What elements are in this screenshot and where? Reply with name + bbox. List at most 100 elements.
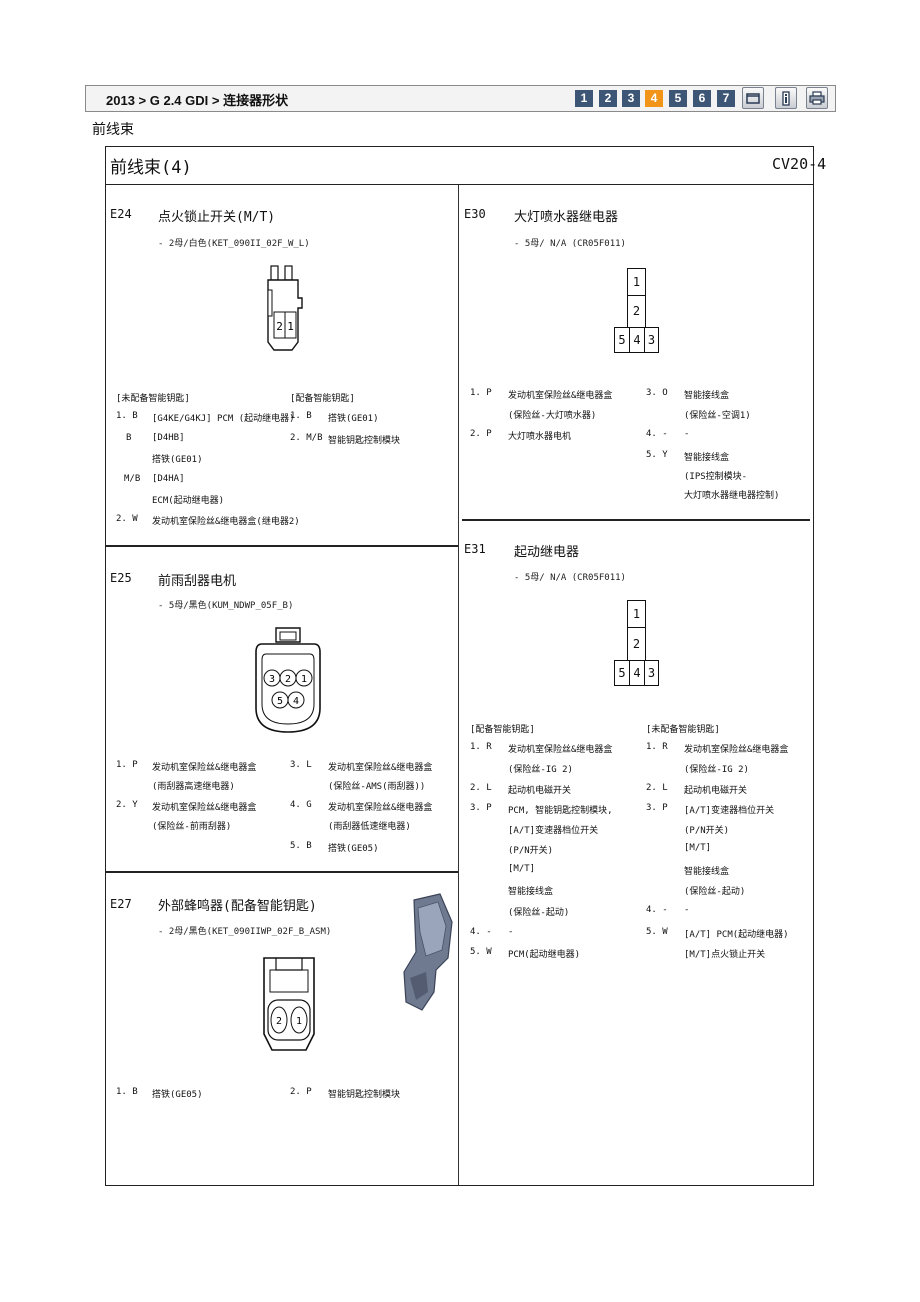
connector-name: 前雨刮器电机	[158, 574, 237, 589]
pin-label: 4	[293, 696, 299, 707]
pin-label: 1	[301, 674, 307, 685]
pin-description: 发动机室保险丝&继电器盒	[508, 745, 613, 755]
pin-label: 2	[276, 320, 283, 333]
pin-number: 1. P	[116, 760, 138, 770]
pin-description: [A/T]变速器档位开关	[684, 806, 775, 816]
pin-number: 3. L	[290, 760, 312, 770]
pin-description: 智能接线盒	[508, 887, 554, 897]
connector-e24-diagram: 2 1	[267, 265, 303, 351]
pin-number: 2. L	[646, 783, 668, 793]
pin-number: 2. Y	[116, 800, 138, 810]
connector-name: 起动继电器	[514, 545, 580, 560]
pin-table-header: [配备智能钥匙]	[470, 725, 535, 735]
pin-description: 发动机室保险丝&继电器盒	[328, 763, 433, 773]
pin-description: (保险丝-IG 2)	[684, 765, 749, 775]
info-button[interactable]	[775, 87, 797, 109]
pin-description: [A/T] PCM(起动继电器)	[684, 930, 789, 940]
connector-spec: - 2母/白色(KET_090II_02F_W_L)	[158, 239, 310, 249]
page-button-2[interactable]: 2	[599, 90, 617, 107]
pin-number: B	[126, 433, 132, 443]
pin-number: 2. L	[470, 783, 492, 793]
pin-number: 3. O	[646, 388, 668, 398]
page-button-3[interactable]: 3	[622, 90, 640, 107]
pin-number: M/B	[124, 474, 141, 484]
pin-description: 大灯喷水器电机	[508, 432, 572, 442]
pin-label: 2	[285, 674, 291, 685]
print-icon	[809, 91, 825, 105]
pin-label: 1	[287, 320, 294, 333]
info-icon	[782, 91, 790, 106]
page-button-6[interactable]: 6	[693, 90, 711, 107]
pin-description: 发动机室保险丝&继电器盒	[152, 763, 257, 773]
pin-description: 智能钥匙控制模块	[328, 1090, 401, 1100]
pin-label: 3	[269, 674, 275, 685]
pin-description: -	[684, 905, 690, 915]
pin-description: [M/T]	[684, 843, 712, 853]
pin-number: 1. P	[470, 388, 492, 398]
relay-pin-cell: 5	[614, 660, 630, 686]
pin-description: [M/T]	[508, 864, 536, 874]
pin-description: (保险丝-空调1)	[684, 411, 751, 421]
page-button-1[interactable]: 1	[575, 90, 593, 107]
pin-table-header: [配备智能钥匙]	[290, 394, 355, 404]
page-button-7[interactable]: 7	[717, 90, 735, 107]
pin-description: 搭铁(GE01)	[328, 414, 379, 424]
relay-pin-cell: 4	[629, 660, 645, 686]
pin-number: 4. G	[290, 800, 312, 810]
pin-description: [G4KE/G4KJ] PCM (起动继电器)	[152, 414, 295, 424]
pin-description: (保险丝-起动)	[684, 887, 746, 897]
pin-description: 搭铁(GE05)	[328, 844, 379, 854]
connector-name: 点火锁止开关(M/T)	[158, 210, 276, 225]
pin-description: 智能钥匙控制模块	[328, 436, 401, 446]
pin-description: (保险丝-大灯喷水器)	[508, 411, 597, 421]
frame-title: 前线束(4)	[110, 158, 192, 178]
frame-code: CV20-4	[772, 155, 827, 173]
page-button-5[interactable]: 5	[669, 90, 687, 107]
relay-pin-cell: 2	[627, 627, 646, 661]
connector-code: E31	[464, 542, 486, 556]
connector-code: E27	[110, 897, 132, 911]
pin-description: 大灯喷水器继电器控制)	[684, 491, 780, 501]
connector-spec: - 5母/ N/A (CR05F011)	[514, 573, 626, 583]
pin-description: 发动机室保险丝&继电器盒	[152, 803, 257, 813]
connector-code: E25	[110, 571, 132, 585]
pin-label: 1	[296, 1016, 302, 1027]
pin-number: 3. P	[646, 803, 668, 813]
page-button-4[interactable]: 4	[645, 90, 663, 107]
breadcrumb: 2013 > G 2.4 GDI > 连接器形状	[106, 93, 289, 108]
pin-table-header: [未配备智能钥匙]	[116, 394, 190, 404]
pin-label: 2	[276, 1016, 282, 1027]
buzzer-photo	[403, 893, 453, 1011]
window-button[interactable]	[742, 87, 764, 109]
print-button[interactable]	[806, 87, 828, 109]
relay-pin-cell: 2	[627, 295, 646, 328]
connector-name: 大灯喷水器继电器	[514, 210, 619, 225]
connector-spec: - 2母/黑色(KET_090IIWP_02F_B_ASM)	[158, 927, 332, 937]
pin-description: (保险丝-前雨刮器)	[152, 822, 232, 832]
pin-description: (保险丝-IG 2)	[508, 765, 573, 775]
pin-description: [M/T]点火锁止开关	[684, 950, 766, 960]
pin-description: (保险丝-AMS(雨刮器))	[328, 782, 426, 792]
pin-number: 5. B	[290, 841, 312, 851]
pin-number: 5. Y	[646, 450, 668, 460]
relay-pin-cell: 5	[614, 327, 630, 353]
section-caption: 前线束	[92, 122, 134, 138]
connector-e27-diagram: 2 1	[263, 957, 315, 1051]
section-divider	[106, 545, 458, 547]
pin-number: 1. R	[470, 742, 492, 752]
pin-number: 1. B	[116, 411, 138, 421]
relay-pin-cell: 3	[644, 327, 659, 353]
pin-number: 5. W	[470, 947, 492, 957]
frame-header	[106, 147, 813, 185]
section-divider	[462, 519, 810, 521]
pin-description: 发动机室保险丝&继电器盒	[508, 391, 613, 401]
pin-description: 起动机电磁开关	[508, 786, 572, 796]
connector-code: E24	[110, 207, 132, 221]
pin-number: 4. -	[470, 927, 492, 937]
pin-description: -	[684, 429, 690, 439]
diagram-frame	[105, 146, 814, 1186]
pin-label: 5	[277, 696, 283, 707]
pin-description: [D4HA]	[152, 474, 185, 484]
connector-e25-diagram: 3 2 1 5 4	[255, 627, 321, 733]
pin-number: 1. R	[646, 742, 668, 752]
